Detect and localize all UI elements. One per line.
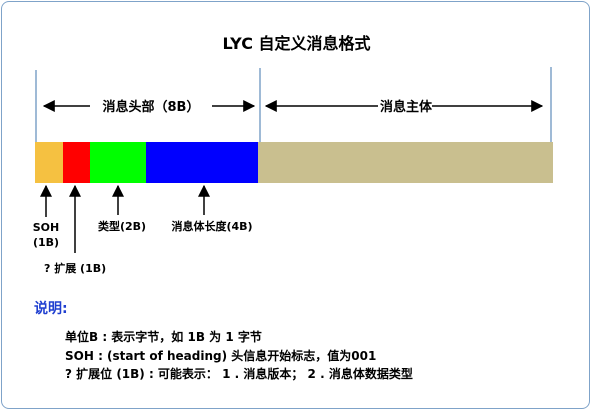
segment-extension (63, 142, 90, 183)
header-span-label: 消息头部（8B） (103, 99, 200, 115)
extension-label: ? 扩展 (1B) (44, 261, 106, 275)
segment-type (90, 142, 146, 183)
soh-label-line2: (1B) (33, 236, 59, 249)
soh-label-line1: SOH (33, 221, 59, 234)
length-label: 消息体长度(4B) (171, 219, 252, 233)
segment-soh (35, 142, 63, 183)
type-label: 类型(2B) (98, 219, 146, 233)
diagram-title: LYC 自定义消息格式 (222, 34, 371, 53)
segment-body-length (146, 142, 258, 183)
body-span-label: 消息主体 (380, 99, 433, 115)
segment-message-body (258, 142, 553, 183)
